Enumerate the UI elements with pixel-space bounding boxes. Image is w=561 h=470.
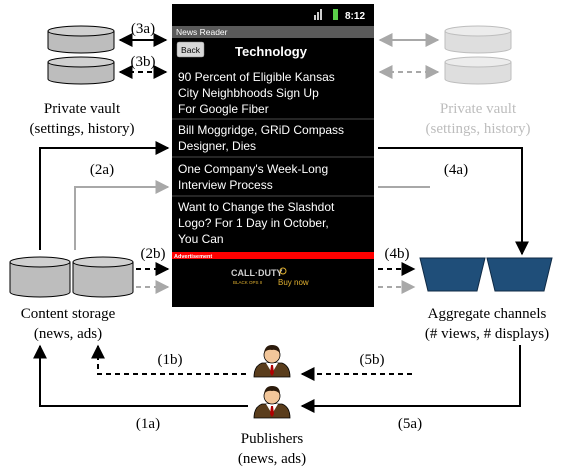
article-item[interactable]: Want to Change the Slashdot Logo? For 1 … [178, 200, 335, 246]
private-vault-right-subtitle: (settings, history) [426, 121, 531, 137]
content-storage-title: Content storage [21, 306, 116, 322]
aggregate-channels-title: Aggregate channels [428, 306, 547, 322]
section-title: Technology [235, 44, 308, 59]
status-time: 8:12 [345, 11, 365, 22]
disk-icon [9, 256, 71, 298]
edge-label-1b: (1b) [158, 352, 183, 368]
disk-icon [72, 256, 134, 298]
battery-icon [333, 9, 338, 20]
person-icon [253, 345, 291, 378]
edge-label-4b: (4b) [385, 246, 410, 262]
channel-icon [486, 257, 553, 292]
ad-banner [172, 252, 374, 259]
app-title: News Reader [176, 27, 228, 37]
app-title-bar [172, 26, 374, 38]
publishers-title: Publishers [241, 431, 304, 447]
article-title-line: For Google Fiber [178, 102, 269, 116]
edge-4a [378, 147, 529, 256]
disk-icon [47, 56, 115, 85]
aggregate-channels-subtitle: (# views, # displays) [425, 326, 549, 342]
content-storage: Content storage (news, ads) [9, 256, 134, 342]
signal-icon [314, 9, 322, 20]
edge-label-4a: (4a) [444, 162, 468, 178]
article-title-line: Logo? For 1 Day in October, [178, 216, 329, 230]
ad-logo-top: CALL·DUTY [231, 268, 283, 278]
edge-label-1a: (1a) [136, 416, 160, 432]
article-title-line: You Can [178, 232, 224, 246]
ad-banner-label: Advertisement [174, 254, 212, 260]
edge-label-2a: (2a) [90, 162, 114, 178]
article-title-line: Designer, Dies [178, 139, 256, 153]
private-vault-left: Private vault (settings, history) [30, 25, 135, 137]
channel-icon [419, 257, 486, 292]
private-vault-left-title: Private vault [44, 101, 121, 117]
private-vault-right-title: Private vault [440, 101, 517, 117]
article-title-line: City Neighbhoods Sign Up [178, 86, 319, 100]
edge-2a [39, 141, 170, 250]
edge-label-5b: (5b) [360, 352, 385, 368]
edge-2a-light [74, 180, 170, 250]
edge-label-3a: (3a) [131, 21, 155, 37]
article-item[interactable]: One Company's Week-Long Interview Proces… [178, 162, 328, 192]
ad-creative[interactable]: CALL·DUTY BLACK OPS II Buy now [231, 267, 309, 287]
ad-logo-sub: BLACK OPS II [233, 280, 262, 285]
play-icon [279, 267, 287, 275]
private-vault-left-subtitle: (settings, history) [30, 121, 135, 137]
edge-5a [300, 345, 521, 413]
article-item[interactable]: 90 Percent of Eligible Kansas City Neigh… [178, 70, 335, 116]
article-title-line: Want to Change the Slashdot [178, 200, 335, 214]
private-vault-right: Private vault (settings, history) [426, 25, 531, 137]
disk-icon [47, 25, 115, 54]
edge-1a [33, 344, 248, 407]
edge-label-5a: (5a) [398, 416, 422, 432]
article-title-line: 90 Percent of Eligible Kansas [178, 70, 335, 84]
article-title-line: One Company's Week-Long [178, 162, 328, 176]
article-item[interactable]: Bill Moggridge, GRiD Compass Designer, D… [178, 123, 344, 153]
edge-1b [91, 344, 246, 375]
article-title-line: Bill Moggridge, GRiD Compass [178, 123, 344, 137]
edge-label-2b: (2b) [141, 246, 166, 262]
aggregate-channels: Aggregate channels (# views, # displays) [419, 257, 553, 342]
person-icon [253, 386, 291, 419]
disk-icon [444, 56, 512, 85]
phone-screen: 8:12 News Reader Back Technology 90 Perc… [172, 4, 374, 307]
disk-icon [444, 25, 512, 54]
content-storage-subtitle: (news, ads) [34, 326, 102, 342]
publishers: Publishers (news, ads) [238, 345, 306, 467]
article-list: 90 Percent of Eligible Kansas City Neigh… [172, 70, 374, 246]
back-button[interactable] [176, 41, 205, 58]
article-title-line: Interview Process [178, 178, 273, 192]
back-button-label: Back [181, 45, 201, 55]
status-bar [172, 4, 374, 26]
publishers-subtitle: (news, ads) [238, 451, 306, 467]
edge-label-3b: (3b) [131, 54, 156, 70]
ad-buy-label: Buy now [278, 278, 309, 287]
